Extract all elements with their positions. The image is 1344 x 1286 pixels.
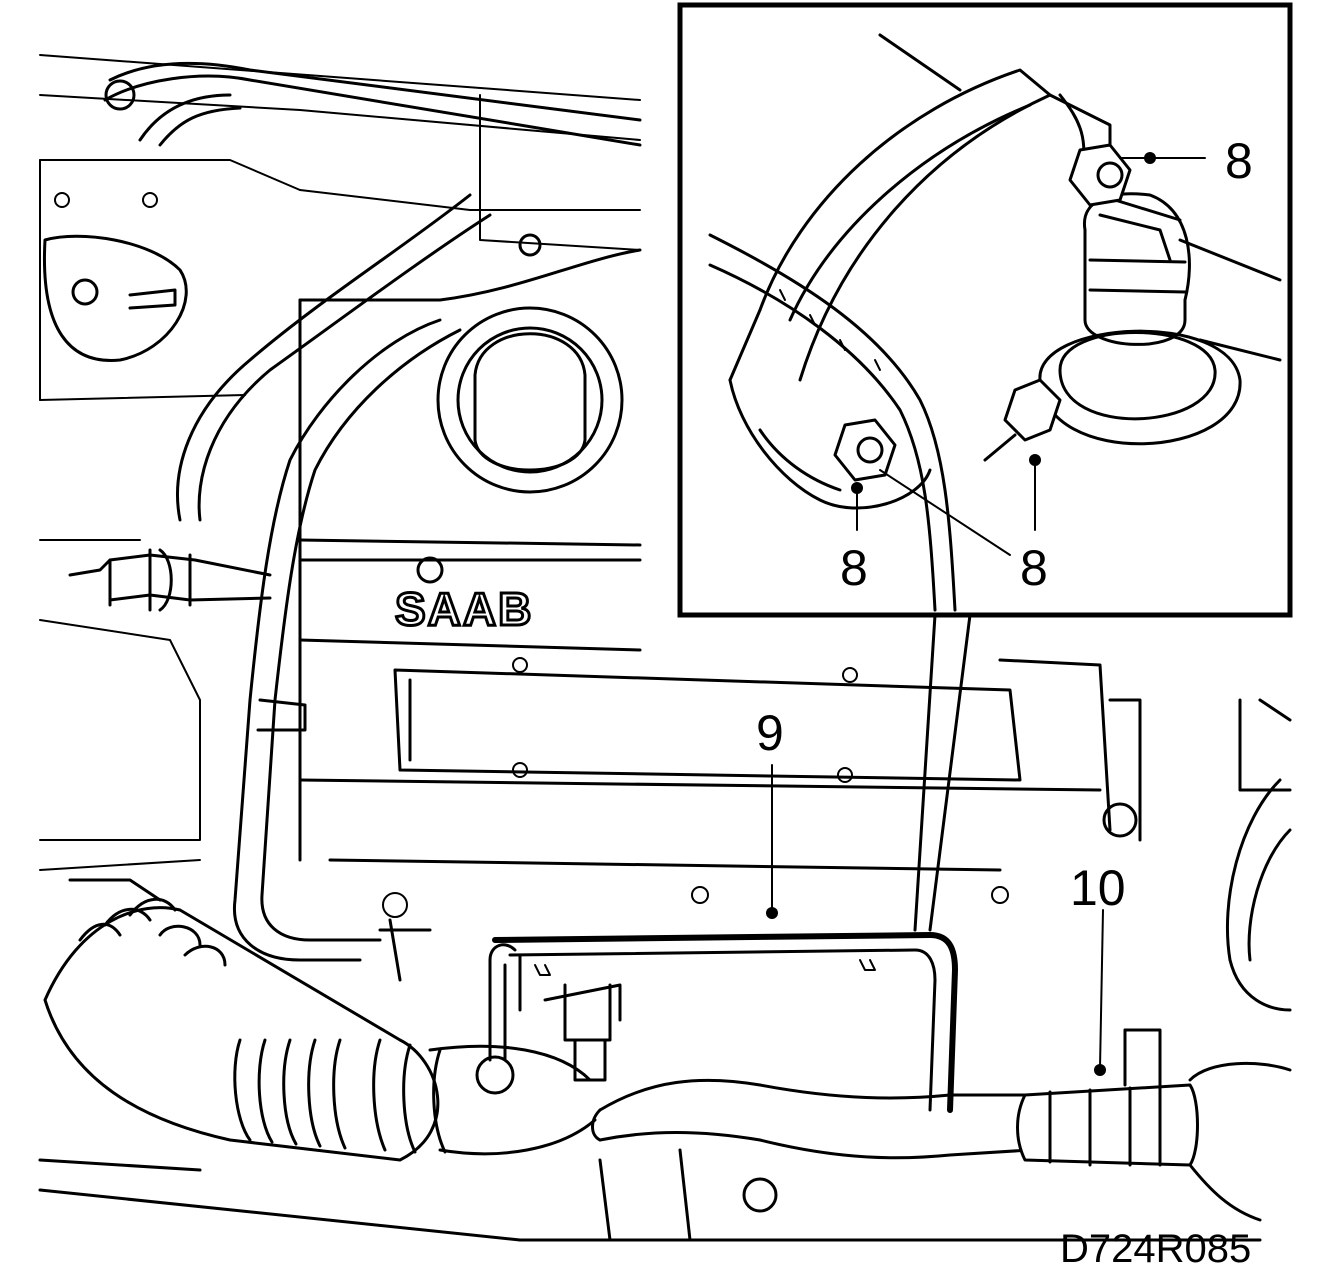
leader-lines	[766, 613, 1106, 1076]
lower-pipe-part-10	[38, 1028, 1262, 1242]
callout-8-right: 8	[1020, 540, 1048, 596]
background-structure	[39, 54, 642, 871]
callout-10: 10	[1070, 860, 1126, 916]
bracket-part-9	[378, 892, 958, 1113]
figure-code: D724R085	[1060, 1227, 1251, 1271]
callout-labels: 8 8 8 9 10	[756, 133, 1253, 916]
callout-9: 9	[756, 705, 784, 761]
detail-inset	[677, 2, 1293, 618]
callout-8-top: 8	[1225, 133, 1253, 189]
cam-cover: SAAB	[298, 233, 1142, 904]
hoses-and-lines	[68, 193, 1292, 1082]
callout-8-left: 8	[840, 540, 868, 596]
intake-hose	[43, 878, 597, 1162]
saab-lettering: SAAB	[395, 583, 533, 635]
